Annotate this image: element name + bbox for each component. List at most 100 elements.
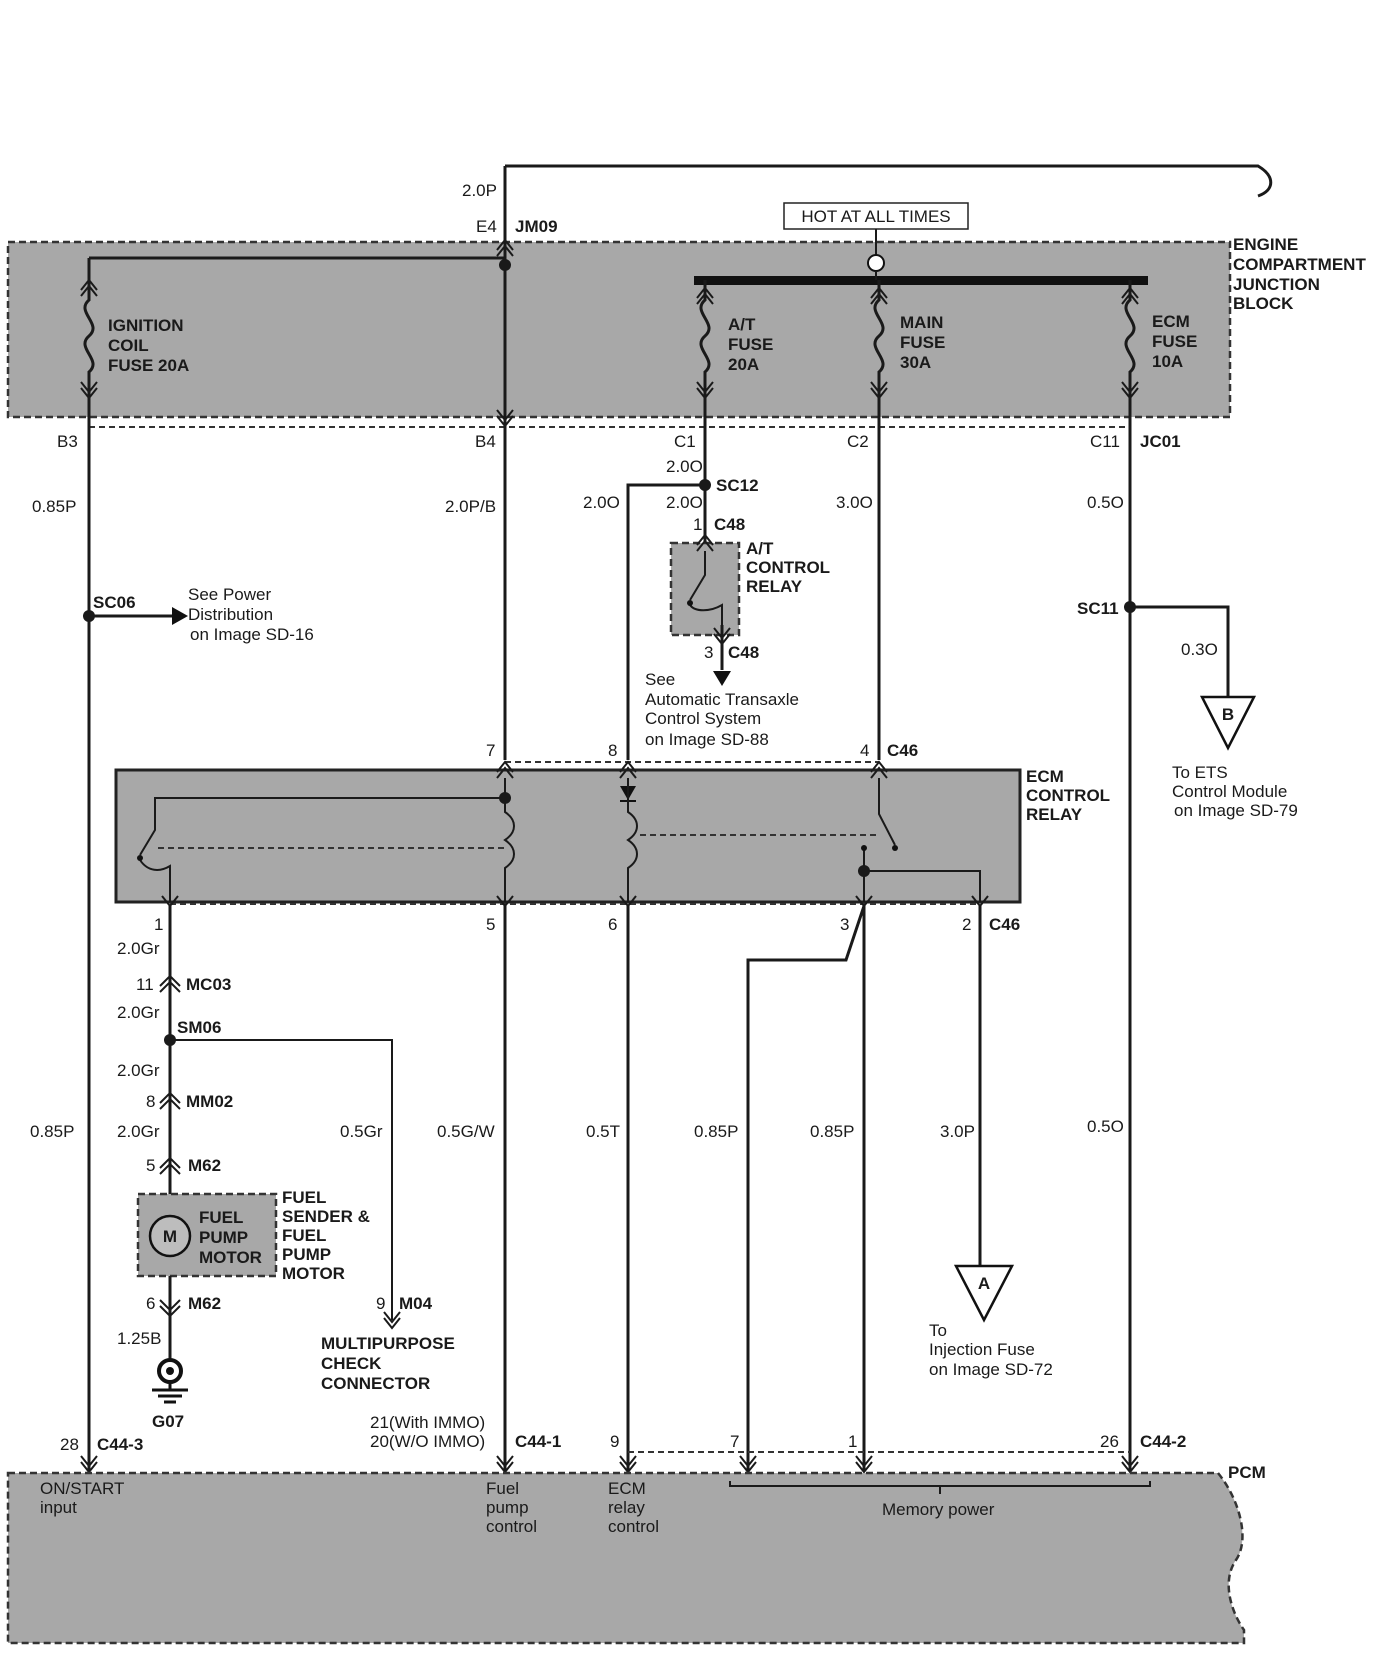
wire-sc11-branch <box>1130 605 1230 697</box>
conn-b3: B3 <box>57 432 78 451</box>
pcm-label: PCM <box>1228 1463 1266 1482</box>
ground-g07 <box>152 1358 188 1404</box>
splice-jm09 <box>499 259 511 271</box>
pin-c48-3: 3 <box>704 643 713 662</box>
wire-label-p3: 3.0P <box>940 1122 975 1141</box>
ecm-relay-internals <box>137 760 981 902</box>
conn-c1: C1 <box>674 432 696 451</box>
wire-sc12-left <box>626 483 705 760</box>
relay-pin-7: 7 <box>486 741 495 760</box>
conn-m62-top: M62 <box>188 1156 221 1175</box>
fuel-pump-box-label: FUEL PUMP MOTOR <box>199 1208 262 1267</box>
offpage-a <box>953 1264 1015 1323</box>
conn-m04: M04 <box>399 1294 433 1313</box>
conn-c11: C11 <box>1090 432 1120 451</box>
conn-sc11: SC11 <box>1077 599 1119 618</box>
hot-label: HOT AT ALL TIMES <box>801 207 950 226</box>
ref-power-dist: See Power Distribution on Image SD-16 <box>188 585 314 644</box>
pin-mc03: 11 <box>136 975 154 994</box>
offpage-b-label: B <box>1222 705 1234 724</box>
relay-pin-1: 1 <box>154 915 163 934</box>
pin-c44-1-a: 21(With IMMO) <box>370 1413 485 1432</box>
conn-mc03: MC03 <box>186 975 231 994</box>
at-relay-switch <box>689 551 723 625</box>
wire-label-sc12-down: 2.0O <box>666 493 703 512</box>
conn-jc01: JC01 <box>1140 432 1181 451</box>
wire-label-gr2: 2.0Gr <box>117 1003 160 1022</box>
mpc-label: MULTIPURPOSE CHECK CONNECTOR <box>321 1334 460 1393</box>
top-feed-wire <box>505 164 1273 198</box>
wire-label-c11-low: 0.5O <box>1087 1117 1124 1136</box>
pcm-memory-power: Memory power <box>882 1500 995 1519</box>
ecm-control-relay <box>114 768 1022 904</box>
wire-label-ground: 1.25B <box>117 1329 161 1348</box>
pin-m04: 9 <box>376 1294 385 1313</box>
conn-g07: G07 <box>152 1412 184 1431</box>
junction-block-label: ENGINE COMPARTMENT JUNCTION BLOCK <box>1233 235 1371 313</box>
wire-label-c11: 0.5O <box>1087 493 1124 512</box>
hot-label-box <box>783 202 969 230</box>
pin-c44-1-mem: 1 <box>848 1432 857 1451</box>
wire-label-c2: 3.0O <box>836 493 873 512</box>
pcm-block <box>6 1471 1246 1645</box>
fuel-sender-label: FUEL SENDER & FUEL PUMP MOTOR <box>282 1188 375 1283</box>
pin-c44-7: 7 <box>730 1432 739 1451</box>
wire-memory-1 <box>746 905 866 1471</box>
relay-pin-3: 3 <box>840 915 849 934</box>
wire-label-top: 2.0P <box>462 181 497 200</box>
conn-c46-top: C46 <box>887 741 918 760</box>
wire-label-gr1: 2.0Gr <box>117 939 160 958</box>
conn-e4: E4 <box>476 217 497 236</box>
wire-label-left-low: 0.85P <box>30 1122 74 1141</box>
engine-compartment-junction-block <box>6 240 1232 419</box>
wire-mpc <box>170 1039 393 1320</box>
conn-sc12: SC12 <box>716 476 759 495</box>
conn-c44-2: C44-2 <box>1140 1432 1186 1451</box>
pin-c48-1: 1 <box>693 515 702 534</box>
wire-label-b3: 0.85P <box>32 497 76 516</box>
conn-b4: B4 <box>475 432 496 451</box>
pin-c44-3: 28 <box>60 1435 79 1454</box>
at-relay-label: A/T CONTROL RELAY <box>746 539 834 596</box>
wire-label-c1: 2.0O <box>666 457 703 476</box>
motor-letter: M <box>163 1227 177 1246</box>
pin-c44-9: 9 <box>610 1432 619 1451</box>
wire-label-p1: 0.85P <box>694 1122 738 1141</box>
conn-c46-bottom: C46 <box>989 915 1020 934</box>
wire-label-sc11: 0.3O <box>1181 640 1218 659</box>
pcm-fuel-pump-control: Fuel pump control <box>486 1479 537 1536</box>
conn-c48-bottom: C48 <box>728 643 759 662</box>
ecm-relay-label: ECM CONTROL RELAY <box>1026 767 1114 824</box>
pin-mm02: 8 <box>146 1092 155 1111</box>
conn-sm06: SM06 <box>177 1018 221 1037</box>
wire-label-gr3: 2.0Gr <box>117 1061 160 1080</box>
conn-sc06: SC06 <box>93 593 136 612</box>
wire-label-sc12-left: 2.0O <box>583 493 620 512</box>
conn-c2: C2 <box>847 432 869 451</box>
arrow-power-dist <box>172 607 188 625</box>
conn-c44-1: C44-1 <box>515 1432 561 1451</box>
ref-injection: To Injection Fuse on Image SD-72 <box>929 1321 1053 1379</box>
relay-pin-4: 4 <box>860 741 869 760</box>
conn-mm02: MM02 <box>186 1092 233 1111</box>
motor-symbol <box>148 1214 192 1258</box>
pin-c44-1-b: 20(W/O IMMO) <box>370 1432 485 1451</box>
relay-pin-6: 6 <box>608 915 617 934</box>
arrow-atcs <box>713 671 731 686</box>
conn-jm09: JM09 <box>515 217 558 236</box>
conn-m62-bottom: M62 <box>188 1294 221 1313</box>
pcm-on-start: ON/START input <box>40 1479 129 1517</box>
ref-ets: To ETS Control Module on Image SD-79 <box>1172 763 1298 820</box>
hot-terminal <box>867 254 885 272</box>
relay-pin-5: 5 <box>486 915 495 934</box>
offpage-b <box>1199 695 1257 751</box>
